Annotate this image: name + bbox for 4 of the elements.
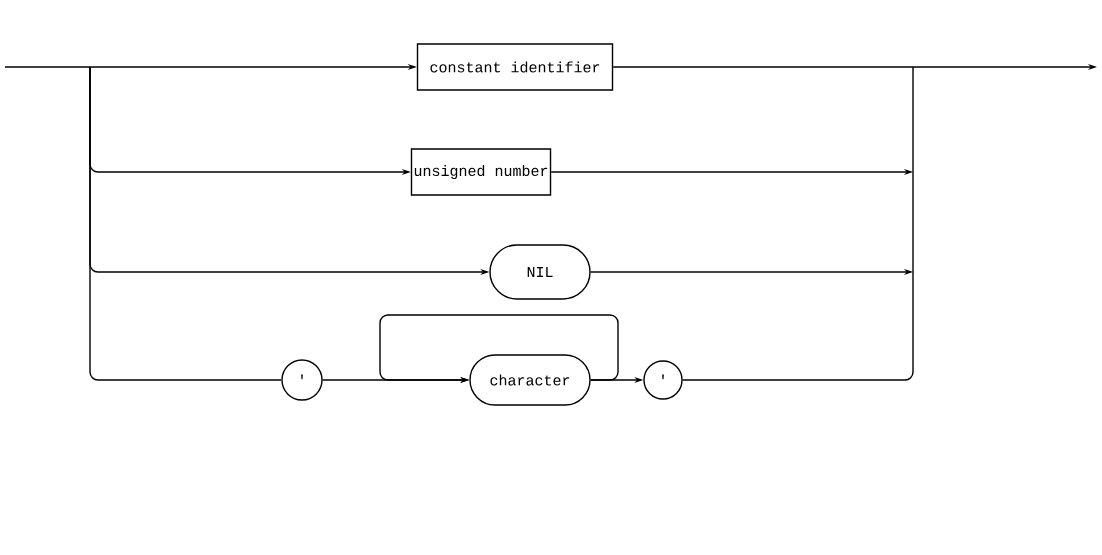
terminal-rounded-box: character: [469, 354, 591, 406]
terminal-rounded-box: NIL: [489, 244, 591, 300]
process-box: constant identifier: [416, 43, 614, 91]
process-box: unsigned number: [410, 148, 552, 196]
